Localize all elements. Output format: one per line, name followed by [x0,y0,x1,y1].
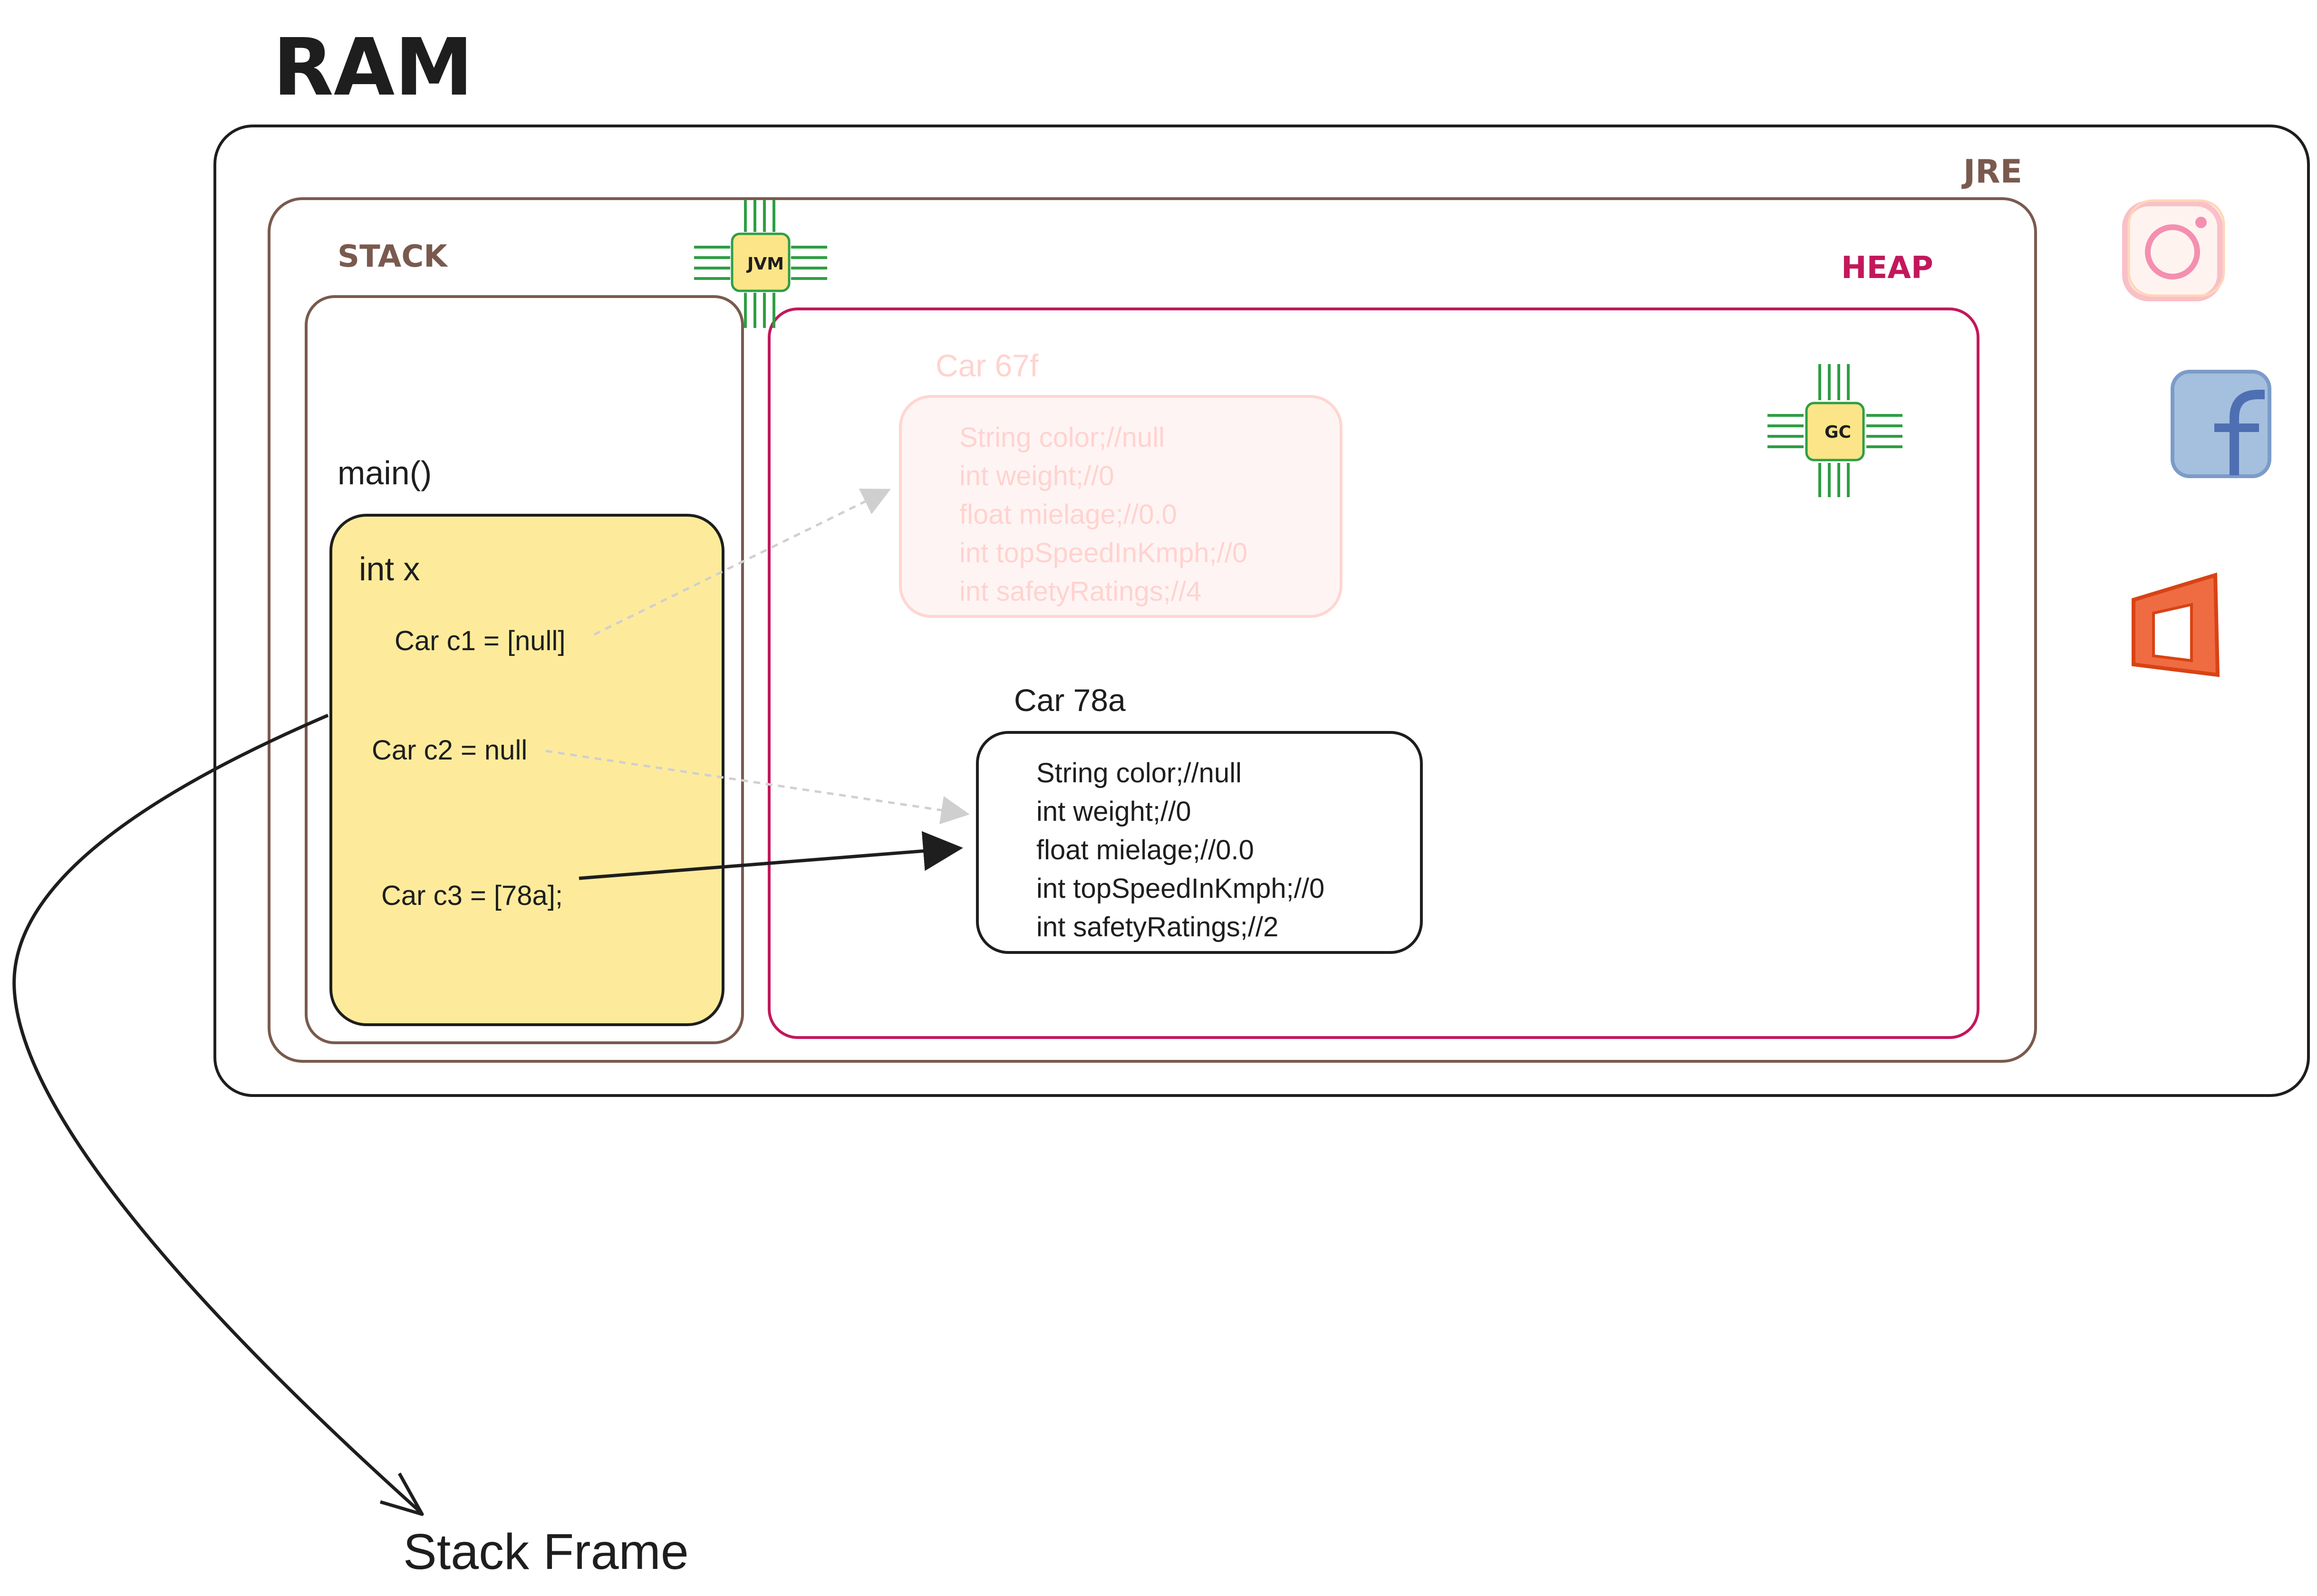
page-title: RAM [273,22,473,114]
frame-var-c3: Car c3 = [78a]; [381,880,563,911]
heap-object-78a-field: int weight;//0 [1036,796,1191,827]
heap-object-67f-field: int weight;//0 [959,461,1114,491]
jre-box [213,125,2310,1097]
office-icon [2132,572,2220,677]
stack-label: STACK [338,239,447,274]
heap-object-78a-box [976,731,1423,954]
method-label: main() [338,454,432,491]
heap-label: HEAP [1841,250,1933,286]
heap-object-78a-field: String color;//null [1036,758,1242,788]
heap-object-78a-field: int safetyRatings;//2 [1036,912,1279,942]
heap-object-67f-field: int topSpeedInKmph;//0 [959,538,1248,568]
gc-chip-icon [1767,364,1902,497]
heap-object-67f-box [899,395,1342,618]
jvm-chip-icon [694,200,827,328]
c1-reference-arrow [593,489,891,636]
gc-chip-label: GC [1825,423,1851,442]
instagram-icon [2122,199,2225,301]
stack-box [305,295,744,1044]
heap-object-67f-title: Car 67f [936,348,1039,383]
heap-object-78a-field: float mielage;//0.0 [1036,835,1254,865]
heap-object-67f-field: float mielage;//0.0 [959,499,1177,530]
stack-frame-callout-label: Stack Frame [403,1524,689,1580]
c3-reference-arrow [579,831,963,880]
heap-object-67f-field: int safetyRatings;//4 [959,576,1202,607]
heap-object-78a-field: int topSpeedInKmph;//0 [1036,873,1325,904]
heap-box [768,308,1979,1039]
jre-label: JRE [1963,153,2023,191]
frame-var-c2: Car c2 = null [372,735,528,766]
heap-object-78a-title: Car 78a [1014,683,1126,718]
jvm-region-box [268,197,2037,1063]
facebook-icon [2171,370,2271,478]
stack-frame-box [329,514,724,1026]
stack-frame-callout-arrow [12,713,422,1514]
stack-frame-callout-arrowhead [380,1472,424,1516]
c2-reference-arrow [545,750,970,825]
frame-var-c1: Car c1 = [null] [395,625,566,656]
frame-var-x: int x [359,550,420,587]
heap-object-67f-field: String color;//null [959,422,1165,453]
jvm-chip-label: JVM [747,254,784,274]
